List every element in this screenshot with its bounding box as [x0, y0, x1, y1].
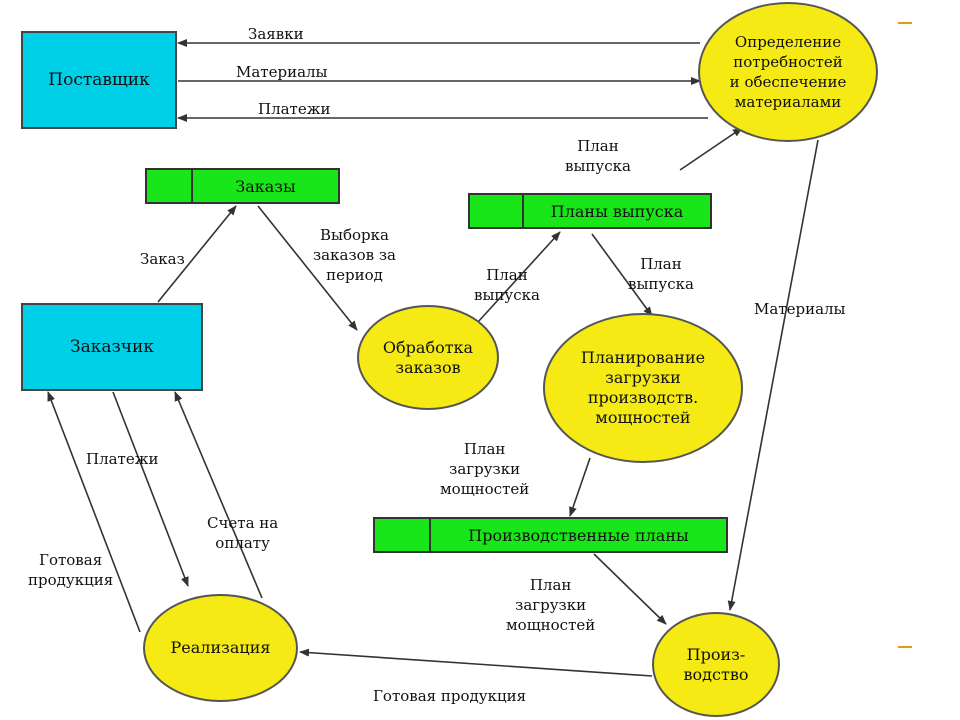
flow-finished-goods-left-arrow	[47, 391, 141, 633]
flow-label-materials-top: Материалы	[236, 63, 328, 81]
process-production-label: Произ- водство	[683, 644, 749, 684]
store-production-plans: Производственные планы	[373, 517, 728, 553]
store-release-plans: Планы выпуска	[468, 193, 712, 229]
flow-release-plan-down-arrow	[591, 233, 653, 317]
process-materials-needs-label: Определение потребностей и обеспечение м…	[729, 33, 847, 111]
flow-label-requests: Заявки	[248, 25, 304, 43]
flow-label-invoices: Счета на оплату	[207, 514, 279, 552]
entity-supplier: Поставщик	[21, 31, 177, 129]
flow-label-payments-left: Платежи	[86, 450, 159, 468]
flow-payments-left-arrow	[112, 391, 189, 587]
entity-customer: Заказчик	[21, 303, 203, 391]
flow-invoices-arrow	[174, 391, 263, 599]
flow-label-materials-right: Материалы	[754, 300, 846, 318]
flow-finished-goods-bottom-arrow	[299, 648, 653, 677]
flow-label-payments-top: Платежи	[258, 100, 331, 118]
process-capacity-planning: Планирование загрузки производств. мощно…	[543, 313, 743, 463]
store-production-plans-id-cell	[375, 519, 431, 551]
flow-capacity-plan-to-store-arrow	[569, 457, 591, 517]
flow-label-capacity-plan-to-store: План загрузки мощностей	[440, 440, 530, 498]
flow-label-finished-goods-bottom: Готовая продукция	[373, 687, 527, 705]
store-release-plans-id-cell	[470, 195, 524, 227]
process-production: Произ- водство	[652, 612, 780, 717]
process-order-processing: Обработка заказов	[357, 305, 499, 410]
store-release-plans-label: Планы выпуска	[550, 201, 684, 221]
store-orders-label: Заказы	[235, 176, 296, 196]
entity-customer-label: Заказчик	[70, 337, 154, 357]
store-orders-id-cell	[147, 170, 193, 202]
flow-label-release-plan-up: План выпуска	[565, 137, 631, 175]
flow-label-capacity-plan-to-production: План загрузки мощностей	[506, 576, 596, 634]
flow-label-release-plan-to-store: План выпуска	[474, 266, 540, 304]
flow-release-plan-to-store-arrow	[477, 231, 561, 323]
decor-dash-top	[898, 22, 912, 24]
decor-dash-bottom	[898, 646, 912, 648]
flow-label-orders-selection: Выборка заказов за период	[313, 226, 396, 284]
flow-capacity-plan-to-production-arrow	[593, 553, 667, 625]
process-materials-needs: Определение потребностей и обеспечение м…	[698, 2, 878, 142]
flow-materials-right-arrow	[727, 139, 819, 611]
entity-supplier-label: Поставщик	[48, 70, 150, 90]
process-sales: Реализация	[143, 594, 298, 702]
process-order-processing-label: Обработка заказов	[382, 337, 474, 377]
flow-label-release-plan-down: План выпуска	[628, 255, 694, 293]
flow-order-arrow	[157, 205, 237, 303]
store-orders: Заказы	[145, 168, 340, 204]
flow-label-order: Заказ	[140, 250, 185, 268]
flow-release-plan-up-arrow	[679, 127, 743, 171]
flow-label-finished-goods-left: Готовая продукция	[28, 551, 114, 589]
process-capacity-planning-label: Планирование загрузки производств. мощно…	[580, 348, 706, 427]
store-production-plans-label: Производственные планы	[468, 525, 689, 545]
process-sales-label: Реализация	[170, 638, 271, 657]
flow-orders-selection-arrow	[257, 205, 358, 331]
